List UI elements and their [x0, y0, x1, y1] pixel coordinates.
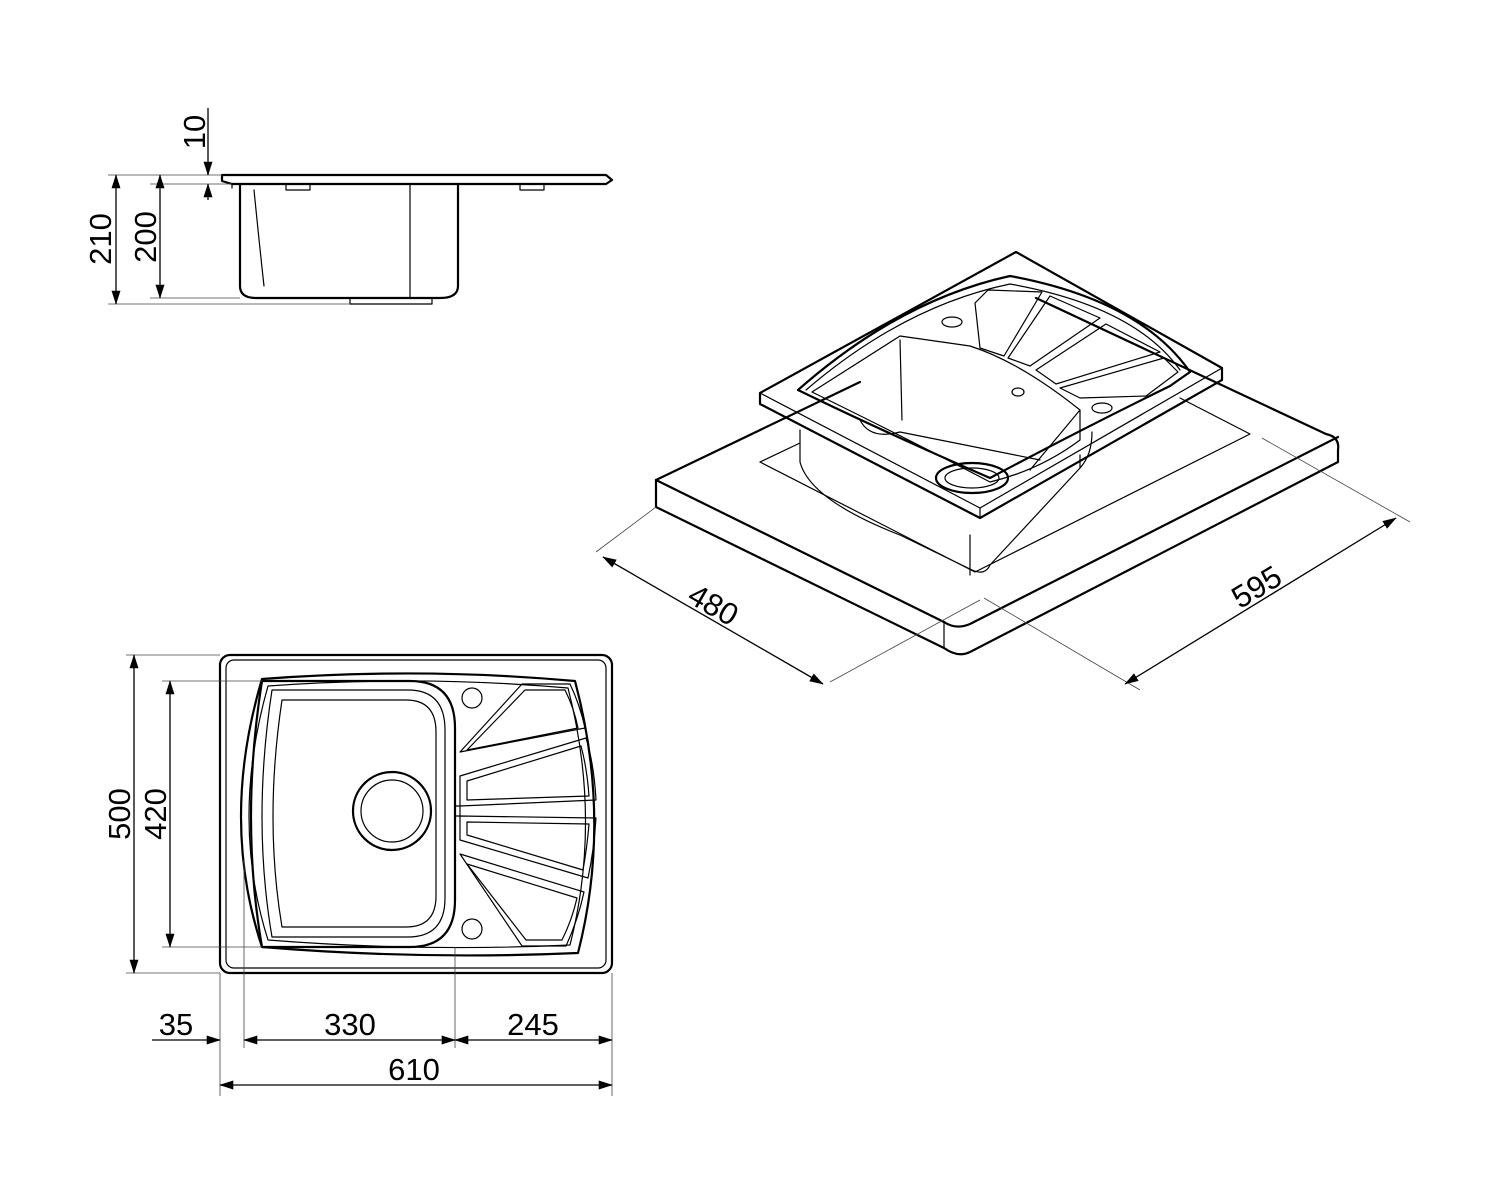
plan-view: 500 420 35 330 245 610 — [102, 653, 614, 1096]
dim-drainer-width: 245 — [507, 1007, 559, 1042]
dim-plan-width: 500 — [102, 788, 137, 840]
isometric-view: 480 595 — [595, 250, 1411, 691]
side-view: 10 210 200 — [83, 108, 614, 305]
dim-side-bowl-height: 200 — [128, 211, 163, 263]
dim-bowl-width: 330 — [324, 1007, 376, 1042]
dim-offset-left: 35 — [159, 1007, 193, 1042]
dim-side-total-height: 210 — [83, 213, 118, 265]
dim-total-length: 610 — [388, 1052, 440, 1087]
dim-side-lip: 10 — [177, 115, 212, 149]
dim-cutout-depth: 480 — [682, 577, 744, 633]
dim-plan-bowl-depth: 420 — [138, 788, 173, 840]
dim-cutout-width: 595 — [1225, 559, 1287, 616]
